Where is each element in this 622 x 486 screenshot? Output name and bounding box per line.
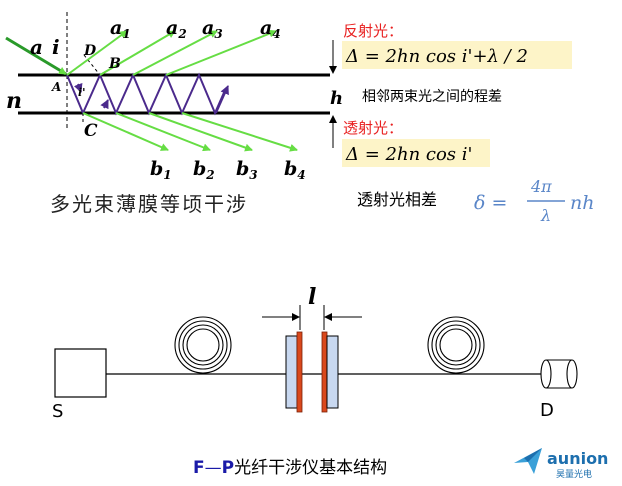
internal-arrow — [215, 85, 229, 114]
reflected-ray-1 — [66, 30, 128, 76]
path-note: 相邻两束光之间的程差 — [362, 89, 502, 105]
reflected-label-2: a2 — [166, 17, 187, 41]
reflected-ray-2 — [99, 30, 176, 76]
phase-tail: nh — [570, 192, 594, 214]
reflect-title: 反射光： — [343, 22, 403, 40]
phase-numerator: 4π — [530, 177, 552, 196]
internal-arrow-1 — [73, 82, 83, 93]
angle-inner-label: i' — [78, 86, 86, 99]
reflected-ray-4 — [165, 29, 277, 76]
film-caption: 多光束薄膜等顷干涉 — [50, 192, 248, 216]
gap-label: l — [308, 284, 316, 310]
source-box — [54, 348, 107, 398]
thin-film-diagram: a i D B A i' C n h a1 a2 a3 a4 b1 b2 b3 … — [5, 12, 343, 216]
right-mirror — [321, 331, 328, 413]
reflect-equation: Δ = 2hn cos i'+λ / 2 — [345, 46, 528, 67]
source-label: S — [52, 401, 63, 422]
dashed-db — [83, 54, 101, 76]
left-mirror — [296, 331, 303, 413]
transmitted-ray-4 — [181, 112, 298, 152]
reflected-label-4: a4 — [260, 17, 281, 41]
logo-subtitle: 昊量光电 — [556, 468, 592, 480]
aunion-logo: aunion 昊量光电 — [514, 448, 608, 480]
transmit-eq-box — [342, 139, 490, 167]
transmit-equation: Δ = 2hn cos i' — [345, 144, 472, 165]
transmitted-label-1: b1 — [150, 158, 172, 182]
logo-name: aunion — [547, 449, 608, 468]
transmitted-label-2: b2 — [193, 158, 215, 182]
fp-title: F—P光纤干涉仪基本结构 — [193, 458, 387, 478]
point-c-label: C — [84, 121, 98, 141]
formula-panel: 反射光： Δ = 2hn cos i'+λ / 2 相邻两束光之间的程差 透射光… — [342, 22, 594, 225]
phase-lhs: δ = — [474, 192, 507, 214]
phase-label: 透射光相差 — [357, 190, 437, 209]
transmit-title: 透射光： — [343, 119, 403, 137]
point-d-label: D — [83, 43, 97, 59]
index-label: n — [6, 88, 22, 114]
right-glass-plate — [326, 335, 339, 409]
transmitted-label-4: b4 — [284, 158, 306, 182]
transmitted-label-3: b3 — [236, 158, 258, 182]
reflected-label-1: a1 — [110, 17, 131, 41]
fp-interferometer-diagram: S l D — [52, 284, 578, 478]
reflected-ray-3 — [132, 30, 218, 76]
internal-arrow-2 — [100, 99, 109, 110]
transmitted-ray-1 — [82, 112, 169, 151]
transmitted-ray-2 — [115, 112, 211, 152]
left-glass-plate — [285, 335, 298, 409]
incident-label: a — [30, 35, 43, 59]
transmitted-ray-3 — [148, 112, 253, 152]
internal-reflections — [66, 72, 227, 116]
thickness-label: h — [330, 88, 343, 109]
detector-label: D — [540, 400, 554, 421]
point-b-label: B — [108, 56, 121, 72]
reflected-label-3: a3 — [202, 17, 223, 41]
incident-ray — [5, 36, 67, 76]
point-a-label: A — [51, 80, 61, 94]
fiber-coil-right — [427, 316, 485, 374]
angle-label: i — [52, 35, 60, 59]
detector-cylinder — [540, 359, 578, 389]
reflect-eq-box — [342, 41, 572, 69]
logo-mark-shade — [524, 448, 542, 462]
fiber-coil-left — [174, 316, 232, 374]
phase-denominator: λ — [540, 206, 551, 225]
